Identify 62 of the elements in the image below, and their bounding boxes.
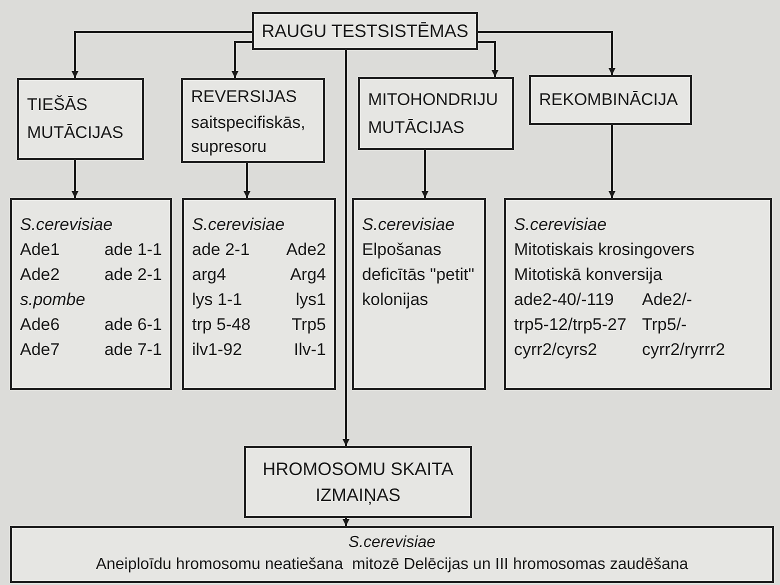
node-text: cyrr2/ryrrr2 xyxy=(642,339,726,361)
text-box xyxy=(181,78,325,163)
text-box xyxy=(10,526,774,583)
node-text: ilv1-92 xyxy=(192,339,242,361)
arrow xyxy=(72,31,252,78)
node-text: Mitotiskais krosingovers xyxy=(514,239,694,261)
node-text: ade 7-1 xyxy=(104,339,162,361)
node-text: arg4 xyxy=(192,264,226,286)
node-text: Ade2 xyxy=(20,264,60,286)
arrow xyxy=(342,518,350,526)
text-box xyxy=(244,446,472,518)
text-box xyxy=(252,12,478,50)
node-text: Elpošanas deficītās "petit" kolonijas xyxy=(362,239,476,311)
node-text: ade 2-1 xyxy=(192,239,250,261)
node-text: saitspecifiskās, supresoru xyxy=(191,112,306,158)
node-text: Ade6 xyxy=(20,314,60,336)
arrow xyxy=(232,41,252,78)
text-box xyxy=(529,75,692,125)
node-text: Arg4 xyxy=(290,264,326,286)
node-text: REKOMBINĀCIJA xyxy=(539,89,679,111)
arrow xyxy=(342,50,350,446)
node-text: Ade2 xyxy=(286,239,326,261)
node-text: Ade1 xyxy=(20,239,60,261)
arrow xyxy=(72,160,78,198)
node-text: cyrr2/cyrs2 xyxy=(514,339,598,361)
node-text: ade 2-1 xyxy=(104,264,162,286)
arrow xyxy=(478,31,616,75)
arrow xyxy=(422,150,428,198)
node-text: Trp5 xyxy=(292,314,326,336)
text-box xyxy=(10,198,172,390)
node-text: Trp5/- xyxy=(642,314,688,336)
species-name: S.cerevisiae xyxy=(192,214,285,236)
node-text: trp 5-48 xyxy=(192,314,251,336)
node-text: Ilv-1 xyxy=(294,339,326,361)
text-box xyxy=(17,78,144,160)
node-text: RAUGU TESTSISTĒMAS xyxy=(262,20,468,43)
node-text: MITOHONDRIJU MUTĀCIJAS xyxy=(368,88,500,138)
species-name: s.pombe xyxy=(20,289,86,311)
node-text: ade 1-1 xyxy=(104,239,162,261)
node-text: Mitotiskā konversija xyxy=(514,264,662,286)
node-text: TIEŠĀS MUTĀCIJAS xyxy=(27,94,124,144)
node-text: ade2-40/-119 xyxy=(514,289,615,311)
node-text: Ade7 xyxy=(20,339,60,361)
node-text: ade 6-1 xyxy=(104,314,162,336)
arrow xyxy=(608,125,616,198)
species-name: S.cerevisiae xyxy=(514,214,607,236)
text-box xyxy=(358,77,514,150)
text-box xyxy=(182,198,336,390)
arrow xyxy=(244,163,250,198)
species-name: S.cerevisiae xyxy=(362,214,455,236)
node-text: REVERSIJAS xyxy=(191,86,298,108)
species-name: S.cerevisiae xyxy=(20,214,113,236)
text-box xyxy=(352,198,486,390)
node-text: trp5-12/trp5-27 xyxy=(514,314,628,336)
node-text: lys1 xyxy=(296,289,326,311)
node-text: Ade2/- xyxy=(642,289,694,311)
node-text: lys 1-1 xyxy=(192,289,242,311)
arrow xyxy=(478,41,498,77)
node-text: HROMOSOMU SKAITA IZMAIŅAS xyxy=(262,458,454,507)
text-box xyxy=(504,198,772,390)
species-name: S.cerevisiae xyxy=(348,533,436,553)
node-text: Aneiploīdu hromosomu neatiešana mitozē Delēcijas un III hromosomas zaudēšana xyxy=(96,555,688,575)
